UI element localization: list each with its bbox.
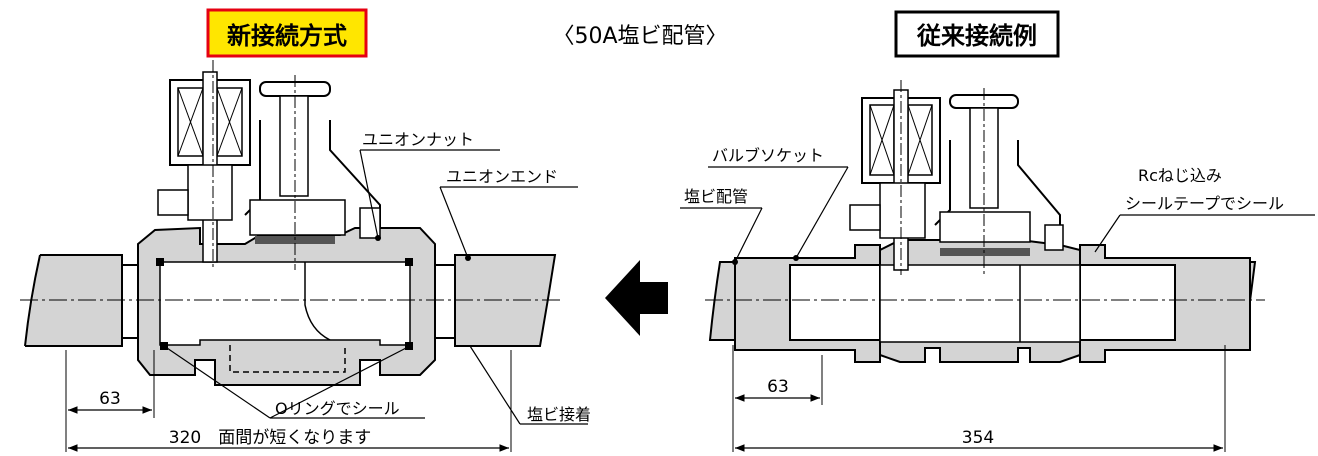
- subtitle: 〈50A塩ビ配管〉: [552, 24, 727, 49]
- title-new: 新接続方式: [227, 22, 347, 50]
- valve-body-conventional: [879, 239, 1081, 363]
- diagram-conventional: バルブソケット 塩ビ配管 Rcねじ込み シールテープでシール 63 354: [680, 80, 1315, 452]
- label-oring: Oリングでシール: [275, 399, 400, 418]
- label-valve-socket: バルブソケット: [712, 146, 824, 165]
- label-pvc-pipe: 塩ビ配管: [684, 187, 748, 206]
- label-union-end: ユニオンエンド: [446, 167, 558, 186]
- oring-top-left: [156, 258, 164, 266]
- badge-new-method: 新接続方式: [206, 8, 368, 58]
- badge-conventional: 従来接続例: [894, 10, 1060, 58]
- manual-handle-new: [244, 81, 381, 244]
- dim-total-new: 320 面間が短くなります: [169, 428, 371, 448]
- label-rc-thread: Rcねじ込み: [1138, 166, 1222, 185]
- arrow-left: [605, 260, 668, 336]
- diagram-new-method: ユニオンナット ユニオンエンド Oリングでシール 塩ビ接着 63 320 面間が…: [20, 60, 591, 452]
- title-old: 従来接続例: [916, 22, 1037, 50]
- oring-top-right: [405, 258, 413, 266]
- label-pvc-bond: 塩ビ接着: [527, 405, 591, 424]
- dim-total-conventional: 354: [962, 428, 994, 448]
- valve-socket: [734, 244, 1251, 363]
- valve-body-new: [137, 226, 436, 386]
- label-seal-tape: シールテープでシール: [1125, 194, 1284, 213]
- manual-handle-conventional: [934, 94, 1064, 251]
- label-union-nut: ユニオンナット: [362, 130, 474, 149]
- dim-small-new: 63: [99, 389, 121, 409]
- solenoid-coil-new: [157, 71, 251, 263]
- dim-small-conventional: 63: [767, 377, 789, 397]
